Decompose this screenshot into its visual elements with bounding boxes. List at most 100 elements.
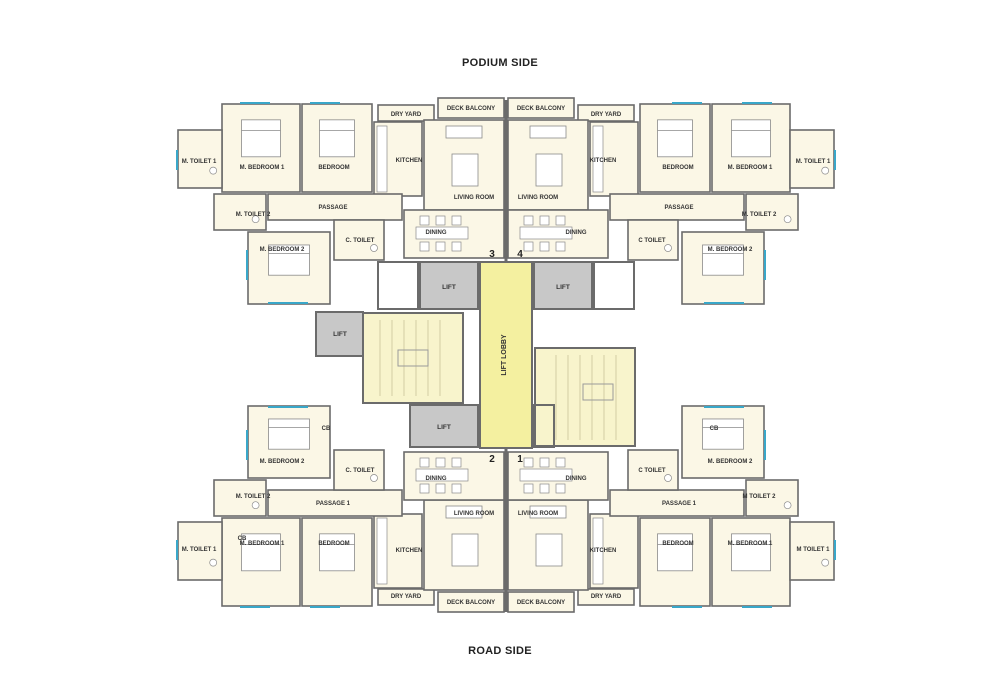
room-label-c-toilet: C. TOILET: [346, 238, 375, 244]
shaft-bottom: [533, 404, 555, 448]
wc-icon: [664, 474, 672, 482]
shaft-left: [377, 261, 419, 310]
room-deck-balcony: [437, 591, 505, 613]
room-label-living-room: LIVING ROOM: [454, 195, 494, 201]
room-label-m-toilet-2: M. TOILET 2: [742, 212, 777, 218]
chair-icon: [451, 215, 462, 226]
flat-number: 2: [489, 454, 495, 465]
window: [742, 606, 772, 608]
lift-1-label: LIFT: [442, 284, 456, 291]
room-c-toilet: [333, 219, 385, 261]
bed-icon: [268, 244, 310, 276]
wc-icon: [251, 501, 260, 510]
room-dry-yard: [377, 104, 435, 122]
wc-icon: [783, 501, 792, 510]
lift-3: [315, 311, 364, 357]
room-label-dining: DINING: [426, 230, 447, 236]
lift-2: [533, 261, 593, 310]
room-label-dry-yard: DRY YARD: [391, 112, 422, 118]
chair-icon: [419, 457, 430, 468]
counter-icon: [592, 517, 604, 585]
wc-icon: [209, 558, 218, 567]
chair-icon: [419, 483, 430, 494]
room-deck-balcony: [507, 97, 575, 119]
room-label-dining: DINING: [566, 476, 587, 482]
room-m-toilet-1: [789, 129, 835, 189]
window: [246, 430, 248, 460]
core: LIFT LOBBY LIFT LIFT LIFT LIFT: [315, 100, 636, 612]
room-label-m-toilet-2: M. TOILET 2: [236, 212, 271, 218]
dining-table-icon: [519, 226, 573, 240]
chair-icon: [435, 215, 446, 226]
window: [240, 606, 270, 608]
room-passage: [267, 489, 403, 517]
bed-icon: [702, 418, 744, 450]
bed-icon: [241, 119, 281, 158]
lift-4: [409, 404, 479, 448]
wc-icon: [783, 215, 792, 224]
window: [672, 102, 702, 104]
chair-icon: [435, 241, 446, 252]
window: [834, 150, 836, 170]
room-label-kitchen: KITCHEN: [396, 548, 423, 554]
room-label-m-toilet-1: M. TOILET 1: [796, 159, 831, 165]
room-dry-yard: [577, 104, 635, 122]
room-label-m-bedroom-1: M. BEDROOM 1: [728, 165, 773, 171]
bed-icon: [731, 119, 771, 158]
bed-icon: [268, 418, 310, 450]
room-label-dining: DINING: [426, 476, 447, 482]
room-m-toilet-2: [213, 479, 267, 517]
wc-icon: [251, 215, 260, 224]
bed-icon: [319, 533, 355, 572]
room-label-bedroom: BEDROOM: [662, 165, 693, 171]
coffee-table-icon: [535, 153, 563, 187]
room-label-m-bedroom-2: M. BEDROOM 2: [260, 459, 305, 465]
bed-icon: [657, 533, 693, 572]
window: [240, 102, 270, 104]
room-label-living-room: LIVING ROOM: [518, 511, 558, 517]
room-label-m-toilet-2: M TOILET 2: [743, 494, 777, 500]
room-label-dry-yard: DRY YARD: [591, 594, 622, 600]
room-label-dining: DINING: [566, 230, 587, 236]
window: [704, 406, 744, 408]
room-label-cb: CB: [710, 426, 719, 432]
chair-icon: [555, 457, 566, 468]
room-label-kitchen: KITCHEN: [590, 158, 617, 164]
room-c-toilet: [333, 449, 385, 491]
room-label-dry-yard: DRY YARD: [391, 594, 422, 600]
dining-table-icon: [415, 468, 469, 482]
room-label-c-toilet: C TOILET: [638, 238, 666, 244]
room-label-deck-balcony: DECK BALCONY: [517, 600, 565, 606]
chair-icon: [435, 457, 446, 468]
room-label-m-toilet-1: M TOILET 1: [797, 547, 831, 553]
bed-icon: [241, 533, 281, 572]
room-label-cb: CB: [322, 426, 331, 432]
chair-icon: [523, 483, 534, 494]
window: [764, 430, 766, 460]
chair-icon: [539, 457, 550, 468]
room-label-deck-balcony: DECK BALCONY: [517, 106, 565, 112]
counter-icon: [376, 125, 388, 193]
room-deck-balcony: [437, 97, 505, 119]
room-m-toilet-2: [213, 193, 267, 231]
window: [742, 102, 772, 104]
chair-icon: [523, 215, 534, 226]
lift-2-label: LIFT: [556, 284, 570, 291]
room-label-passage: PASSAGE 1: [316, 501, 351, 507]
coffee-table-icon: [535, 533, 563, 567]
room-label-m-bedroom-1: M. BEDROOM 1: [240, 165, 285, 171]
room-label-m-bedroom-2: M. BEDROOM 2: [708, 459, 753, 465]
lift-3-label: LIFT: [333, 331, 347, 338]
chair-icon: [539, 241, 550, 252]
room-m-toilet-1: [177, 129, 223, 189]
chair-icon: [523, 241, 534, 252]
sofa-icon: [445, 125, 483, 139]
road-side-title: ROAD SIDE: [468, 645, 532, 657]
window: [268, 406, 308, 408]
room-m-toilet-2: [745, 193, 799, 231]
sofa-icon: [445, 505, 483, 519]
window: [764, 250, 766, 280]
